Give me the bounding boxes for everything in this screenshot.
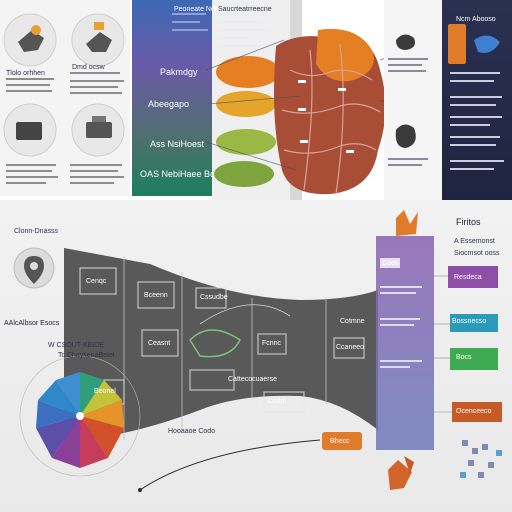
flow-cell-1: Cenqc <box>86 278 107 285</box>
flow-diagram <box>64 248 378 440</box>
orange-pill <box>322 432 362 450</box>
flow-cell-9: Cotmne <box>340 318 365 325</box>
flow-cell-3: Cssudbe <box>200 294 228 301</box>
purple-panel <box>376 210 502 450</box>
right-side-label-3: Bossnecso <box>452 318 487 325</box>
right-side-label-1: Coos <box>382 260 399 267</box>
flow-footer-label: Hooaaoe Codo <box>168 428 216 435</box>
flow-cell-5: Fcnnc <box>262 340 282 347</box>
right-side-label-2: Resdeca <box>454 274 482 281</box>
center-gradient-band <box>132 0 214 196</box>
top-left-caption-2: Dmd ocsw <box>72 64 105 71</box>
right-side-label-4: Bocs <box>456 354 472 361</box>
bottom-right-chips <box>388 440 502 490</box>
band-label-1: Peoneate Nohtu <box>174 6 225 13</box>
band-label-6: OAS NebiHaee Bc <box>140 169 215 179</box>
orange-pill-label: Bhecc <box>330 438 350 445</box>
flow-cell-4: Ceasnt <box>148 340 171 347</box>
colored-ovals <box>214 56 280 187</box>
petal-flower <box>19 355 141 477</box>
right-panel-title: Ncm Abooso <box>456 16 496 23</box>
top-left-cards <box>0 0 130 196</box>
brand-title: Firitos <box>456 217 481 227</box>
flow-cell-6: Ccaneeo <box>336 344 365 351</box>
band-label-5: Ass NsiHoest <box>150 139 205 149</box>
band-label-2: Saucrteatrreecne <box>218 6 272 13</box>
flow-bottom-label: Cattecocuaerse <box>228 376 278 383</box>
bottom-left-caption-2: Tc ChaysenaBetel <box>58 352 115 359</box>
bottom-left-callout: Clonn-Dnasss <box>14 228 58 235</box>
band-label-3: Pakmdgy <box>160 67 198 77</box>
top-left-caption-1: Tlolo orhhen <box>6 70 45 77</box>
top-right-area <box>384 0 512 200</box>
flow-cell-2: Bceenn <box>144 292 168 299</box>
brand-subtitle: A Essemonst <box>454 238 495 245</box>
flow-cell-7: Beonel <box>94 388 116 395</box>
location-pin-circle <box>13 247 55 289</box>
bottom-left-caption-1: W CSOUT KBIDE <box>48 342 104 349</box>
bottom-left-side-label: AAlcAlbsor Esocs <box>4 320 60 327</box>
bottom-right-label: Ocenceeco <box>456 408 492 415</box>
brand-tag: Siocmsot ooss <box>454 250 500 257</box>
band-label-4: Abeegapo <box>148 99 190 109</box>
flow-cell-8: Ccdnt <box>268 398 287 405</box>
brown-cell-shape <box>274 28 386 195</box>
